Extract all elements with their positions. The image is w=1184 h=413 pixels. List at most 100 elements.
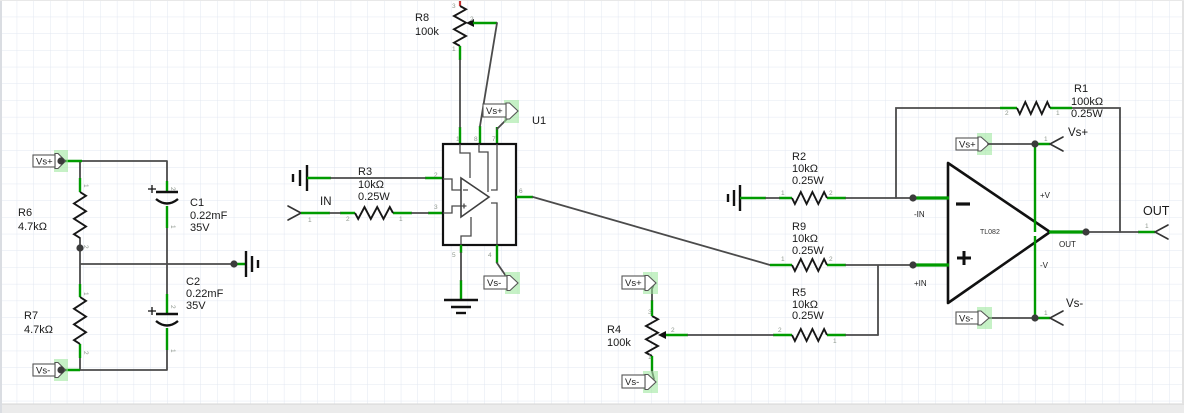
component-power: 0.25W (792, 245, 824, 257)
pin-number: 2 (82, 245, 89, 249)
pin-number: 2 (346, 216, 350, 223)
flag-label: Vs- (36, 366, 50, 377)
component-ref: R7 (24, 310, 38, 322)
resistor-r2[interactable]: R2 10kΩ 0.25W (791, 151, 828, 207)
noninverting-input-plus-icon (957, 251, 971, 265)
pin-number: 2 (434, 172, 438, 179)
pin-number: 1 (399, 216, 403, 223)
polarity-plus-icon (148, 307, 156, 315)
pin-number: 2 (169, 305, 176, 309)
pin-label-out: OUT (1059, 240, 1076, 249)
flag-box (32, 154, 56, 168)
wire[interactable] (329, 177, 429, 214)
junction-dot (1031, 314, 1039, 322)
port-chevron-icon (287, 205, 302, 221)
wire[interactable] (79, 160, 235, 371)
wire[interactable] (845, 264, 914, 336)
resistor-r3[interactable]: R3 10kΩ 0.25W (354, 166, 394, 222)
wire[interactable] (532, 196, 771, 266)
wire-pin-segment[interactable] (301, 176, 443, 215)
net-flag-vs-minus[interactable]: Vs- (621, 371, 658, 393)
wire-pin-segment[interactable] (458, 21, 499, 144)
ic-u1[interactable]: U1 (441, 115, 546, 247)
pin-number: 1 (308, 217, 312, 224)
component-ref: R6 (18, 207, 32, 219)
resistor-r6[interactable]: R6 4.7kΩ (18, 191, 88, 239)
port-vs-minus[interactable]: Vs- (1049, 298, 1083, 326)
net-flag-vs-minus[interactable]: Vs- (483, 272, 520, 294)
junction-dot (909, 194, 917, 202)
pin-number: 1 (452, 46, 456, 53)
junction-dot (57, 366, 65, 374)
resistor-r7[interactable]: R7 4.7kΩ (24, 296, 88, 345)
pin-label-vneg: -V (1040, 261, 1049, 270)
bottom-scrollbar-track[interactable] (0, 404, 1184, 413)
component-power: 0.25W (1071, 108, 1103, 120)
wire-pin-segment[interactable] (61, 159, 246, 372)
component-voltage: 35V (190, 222, 210, 234)
pin-number: 1 (169, 225, 176, 229)
pin-number: 4 (488, 252, 492, 259)
port-in[interactable]: IN (287, 196, 332, 221)
output-opamp-section: R1 100kΩ 0.25W TL082 +V -V OUT -IN +IN V… (895, 83, 1170, 329)
flag-label: Vs+ (36, 157, 53, 168)
port-chevron-icon (1049, 310, 1064, 326)
component-ref: R1 (1074, 83, 1088, 95)
capacitor-curved-plate (155, 198, 179, 205)
pin-number: 1 (781, 190, 785, 197)
junction-dot (57, 157, 65, 165)
resistor-body (72, 296, 88, 345)
component-value: 0.22mF (190, 210, 228, 222)
wire[interactable] (987, 231, 1139, 319)
net-flag-vs-minus[interactable]: Vs- (955, 307, 992, 329)
wire-pin-segment[interactable] (913, 196, 1086, 267)
pin-number: 8 (474, 136, 478, 143)
resistor-body (791, 326, 828, 344)
pin-number: 2 (1005, 110, 1009, 117)
ground-symbol[interactable] (444, 298, 478, 315)
resistor-body (644, 315, 660, 357)
opamp-triangle (946, 161, 1052, 305)
component-ref: R2 (792, 151, 806, 163)
component-voltage: 35V (186, 300, 206, 312)
component-ref: R3 (358, 166, 372, 178)
flag-box (482, 103, 507, 118)
port-label: IN (320, 196, 332, 208)
junction-dot (230, 260, 238, 268)
power-supply-section: R6 4.7kΩ R7 4.7kΩ C1 0.22mF 35V C2 0.22m… (18, 150, 260, 381)
component-value: 0.22mF (186, 288, 224, 300)
component-ref: C2 (186, 276, 200, 288)
pin-number: 1 (456, 136, 460, 143)
capacitor-c1[interactable]: C1 0.22mF 35V (148, 185, 228, 234)
resistor-r1[interactable]: R1 100kΩ 0.25W (1016, 83, 1103, 120)
flag-box (32, 363, 56, 377)
net-flag-vs-plus[interactable]: Vs+ (955, 133, 992, 155)
component-ref: R5 (792, 287, 806, 299)
opamp-tl082[interactable]: TL082 +V -V OUT (946, 161, 1076, 305)
potentiometer-r8[interactable]: R8 100k (415, 0, 474, 47)
ground-symbol[interactable] (244, 251, 260, 277)
pin-number: 2 (829, 190, 833, 197)
wire[interactable] (895, 107, 1121, 233)
potentiometer-r4[interactable]: R4 100k (607, 315, 666, 357)
port-label: Vs+ (1068, 127, 1088, 139)
polarity-plus-icon (148, 185, 156, 193)
resistor-body (354, 204, 394, 222)
capacitor-c2[interactable]: C2 0.22mF 35V (148, 276, 224, 327)
flag-label: Vs+ (486, 106, 503, 117)
wiper-arrow-icon (466, 19, 474, 27)
pin-number: 2 (82, 351, 89, 355)
capacitor-curved-plate (155, 320, 179, 327)
net-flag-vs-plus[interactable]: Vs+ (621, 272, 658, 294)
flag-label: Vs+ (625, 278, 642, 289)
resistor-r5[interactable]: R5 10kΩ 0.25W (791, 287, 828, 344)
net-flag-vs-plus[interactable]: Vs+ (482, 100, 519, 123)
resistor-r9[interactable]: R9 10kΩ 0.25W (791, 221, 828, 274)
pin-number: 6 (519, 188, 523, 195)
pin-number: 7 (492, 136, 496, 143)
port-vs-plus[interactable]: Vs+ (1049, 127, 1088, 152)
net-flag-vs-plus[interactable]: Vs+ (32, 150, 68, 172)
port-out[interactable]: OUT (1143, 204, 1170, 240)
pin-number: 1 (1044, 310, 1048, 317)
